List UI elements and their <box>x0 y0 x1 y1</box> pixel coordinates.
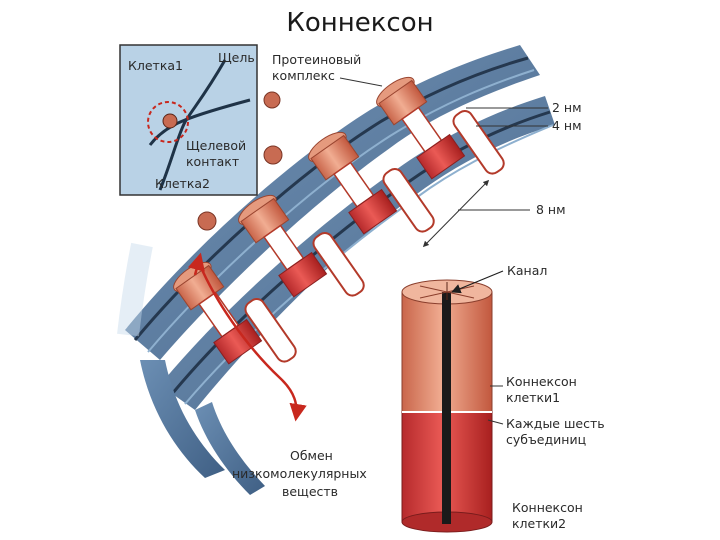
label-protein-complex-1: Протеиновый <box>272 52 361 67</box>
label-connexon1-2: клетки1 <box>506 390 560 405</box>
inset-box <box>119 44 258 196</box>
exchange-arrow <box>198 264 307 422</box>
dimension-8nm <box>422 179 490 248</box>
inset-label-contact-1: Щелевой <box>186 138 246 153</box>
label-2nm: 2 нм <box>552 100 582 115</box>
label-connexon1-1: Коннексон <box>506 374 577 389</box>
connexon-pair-7 <box>173 261 263 365</box>
label-six-subunits-2: субъединиц <box>506 432 586 447</box>
page-title: Коннексон <box>286 8 434 38</box>
label-channel: Канал <box>507 263 547 278</box>
connexon-pair-3 <box>308 131 398 235</box>
inset-label-cell1: Клетка1 <box>128 58 183 73</box>
inset-label-gap: Щель <box>218 50 255 65</box>
connexon-pair-2 <box>452 110 505 175</box>
label-exchange-2: низкомолекулярных <box>232 466 367 481</box>
connexon-pair-8 <box>244 298 297 363</box>
label-4nm: 4 нм <box>552 118 582 133</box>
label-8nm: 8 нм <box>536 202 566 217</box>
label-exchange-3: веществ <box>282 484 338 499</box>
connexon-cylinder <box>401 279 493 533</box>
label-exchange-1: Обмен <box>290 448 333 463</box>
label-connexon2-1: Коннексон <box>512 500 583 515</box>
inset-label-cell2: Клетка2 <box>155 176 210 191</box>
connexon-pair-5 <box>238 194 328 298</box>
label-protein-complex-2: комплекс <box>272 68 335 83</box>
label-connexon2-2: клетки2 <box>512 516 566 531</box>
connexon-pair-1 <box>376 76 466 180</box>
free-protein-particles <box>197 91 283 231</box>
label-six-subunits-1: Каждые шесть <box>506 416 605 431</box>
connexon-pair-6 <box>312 232 365 297</box>
inset-label-contact-2: контакт <box>186 154 239 169</box>
